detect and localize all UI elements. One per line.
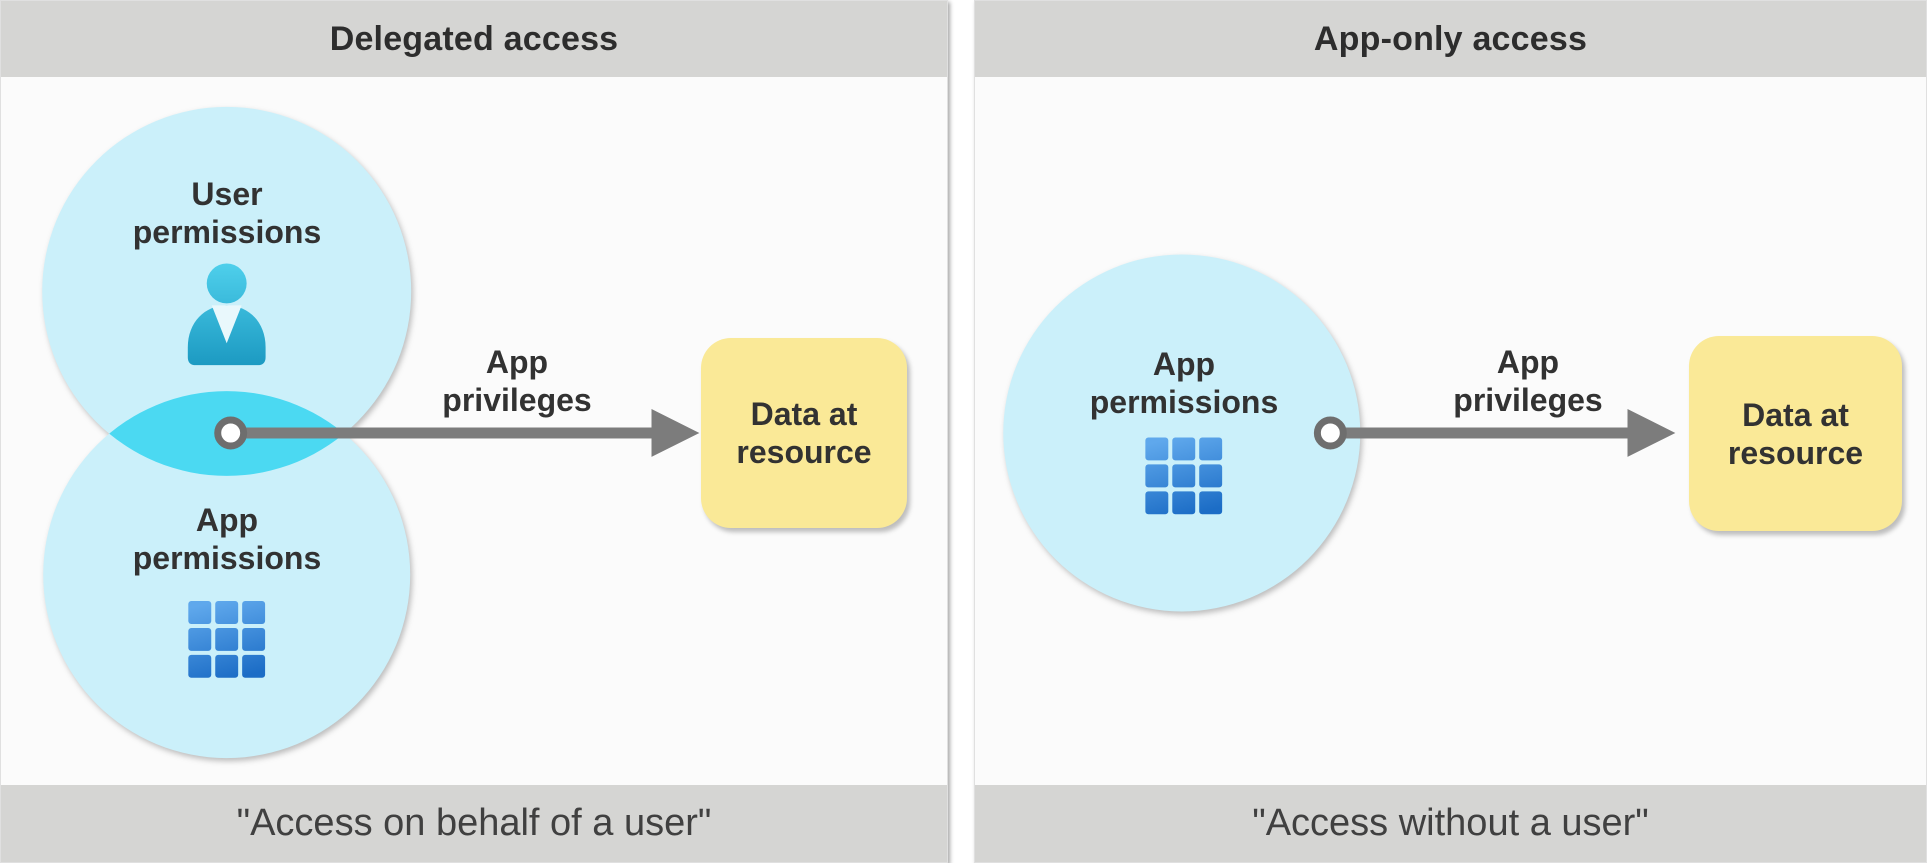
data-at-resource-box: Data at resource [1689,336,1902,531]
app-grid-icon [1145,437,1223,515]
panel-header: App-only access [975,1,1926,77]
anchor-dot-icon [214,416,248,450]
app-permissions-circle-group [1003,254,1361,612]
app-permissions-circle [1003,254,1361,612]
data-at-resource-label: Data at resource [1727,396,1864,471]
panel-title: App-only access [1313,19,1588,58]
app-permissions-label: App permissions [1089,346,1279,420]
panel-caption: "Access without a user" [1252,802,1649,844]
app-grid-icon [188,601,266,678]
panel-delegated-access: Delegated access [0,0,948,863]
panel-header: Delegated access [1,1,947,77]
user-permissions-label: User permissions [132,176,322,250]
right-arrow-icon [230,409,700,457]
panel-content: User permissions App permissions App pri… [1,77,947,785]
panel-caption: "Access on behalf of a user" [236,802,712,844]
anchor-dot-icon [1313,416,1347,450]
app-privileges-label: App privileges [442,344,592,418]
panel-app-only-access: App-only access App per [974,0,1927,863]
app-permissions-circle [43,391,411,759]
panel-footer: "Access on behalf of a user" [1,785,947,862]
user-icon [187,263,266,366]
data-at-resource-box: Data at resource [701,338,907,528]
app-permissions-label: App permissions [132,502,322,576]
data-at-resource-label: Data at resource [736,396,872,470]
delegated-access-diagram [42,106,700,759]
panel-content: App permissions App privileges Data at r… [975,77,1926,785]
app-only-access-diagram [1003,254,1676,612]
panel-footer: "Access without a user" [975,785,1926,862]
right-arrow-icon [1330,409,1676,457]
app-privileges-label: App privileges [1453,344,1603,418]
panel-title: Delegated access [329,19,619,58]
